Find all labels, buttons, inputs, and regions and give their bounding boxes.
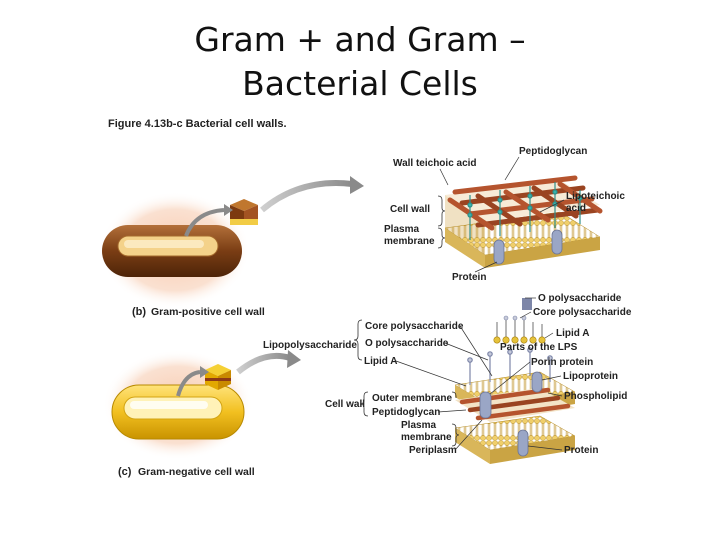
slide-title: Gram + and Gram – Bacterial Cells	[0, 18, 720, 106]
label-cell-wall: Cell wall	[325, 399, 365, 410]
zoom-arrow-large	[236, 352, 291, 375]
gram-negative-labels: O polysaccharide Core polysaccharide Lip…	[263, 293, 632, 456]
porin-protein	[479, 391, 492, 419]
gram-positive-wall-cube	[230, 199, 258, 225]
panel-c-caption: Gram-negative cell wall	[138, 466, 255, 478]
panel-b-letter: (b)	[132, 306, 146, 318]
label-protein: Protein	[564, 445, 598, 456]
label-periplasm: Periplasm	[409, 445, 457, 456]
label-phospholipid: Phospholipid	[564, 391, 627, 402]
label-porin-protein: Porin protein	[531, 357, 593, 368]
membrane-protein	[517, 429, 529, 457]
slide-title-line1: Gram + and Gram –	[194, 20, 526, 59]
figure-title: Figure 4.13b-c Bacterial cell walls.	[108, 118, 287, 130]
label-core-polysaccharide: Core polysaccharide	[365, 321, 464, 332]
label-plasma: Plasma	[384, 224, 419, 235]
label-membrane: membrane	[384, 236, 435, 247]
label-lipid-a: Lipid A	[364, 356, 398, 367]
label-plasma: Plasma	[401, 420, 436, 431]
label-core-polysaccharide-key: Core polysaccharide	[533, 307, 632, 318]
panel-b-caption: Gram-positive cell wall	[151, 306, 265, 318]
label-lipoprotein: Lipoprotein	[563, 371, 618, 382]
label-parts-of-lps: Parts of the LPS	[500, 342, 578, 353]
label-peptidoglycan: Peptidoglycan	[519, 146, 587, 157]
label-lipopolysaccharide: Lipopolysaccharide	[263, 340, 357, 351]
label-peptidoglycan: Peptidoglycan	[372, 407, 440, 418]
label-wall-teichoic-acid: Wall teichoic acid	[393, 158, 477, 169]
label-cell-wall: Cell wall	[390, 204, 430, 215]
label-outer-membrane: Outer membrane	[372, 393, 452, 404]
label-membrane: membrane	[401, 432, 452, 443]
gram-negative-wall-cube	[205, 364, 231, 390]
zoom-arrow-small	[184, 208, 225, 237]
label-o-polysaccharide: O polysaccharide	[365, 338, 449, 349]
label-protein: Protein	[452, 272, 486, 283]
lipoprotein	[531, 371, 543, 393]
label-lipid-a-key: Lipid A	[556, 328, 590, 339]
label-lipoteichoic-1: Lipoteichoic	[566, 191, 625, 202]
label-lipoteichoic-2: acid	[566, 203, 586, 214]
zoom-arrow-small	[176, 370, 201, 397]
slide-title-line2: Bacterial Cells	[242, 64, 478, 103]
gram-negative-cell-illustration	[103, 350, 301, 460]
gram-positive-cell-illustration	[100, 176, 364, 308]
zoom-arrow-large	[260, 180, 353, 213]
panel-c-letter: (c)	[118, 466, 132, 478]
membrane-protein	[493, 239, 505, 265]
gram-positive-labels: Wall teichoic acid Peptidoglycan Lipotei…	[384, 146, 625, 283]
membrane-protein	[551, 229, 563, 255]
gram-positive-wall-detail	[444, 175, 603, 268]
lps-key-icon	[493, 298, 546, 344]
gram-negative-wall-detail	[454, 347, 576, 464]
label-o-polysaccharide-key: O polysaccharide	[538, 293, 622, 304]
